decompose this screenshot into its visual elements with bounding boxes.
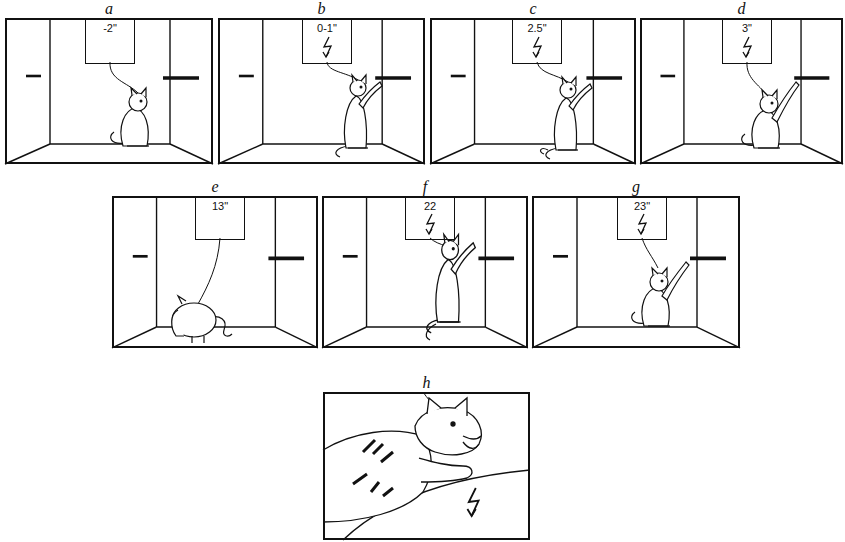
timer-reading: -2" <box>86 22 134 34</box>
timer-box: 3" <box>722 18 772 64</box>
shock-symbol <box>426 214 434 234</box>
cat-closeup <box>323 398 481 522</box>
panel-letter: f <box>324 179 526 195</box>
shock-symbol <box>743 37 751 57</box>
panel-c-drawing <box>430 18 636 164</box>
shock-symbol <box>533 37 541 57</box>
cat-paw <box>662 262 689 300</box>
panel-letter: b <box>220 1 423 17</box>
timer-box: 13" <box>195 196 245 240</box>
experiment-panel: g23" <box>532 196 740 348</box>
cage-outline <box>430 18 636 164</box>
timer-box: 0-1" <box>302 18 352 64</box>
electrode-wire <box>198 238 220 304</box>
cat-tail <box>426 324 436 340</box>
cat-figure <box>172 296 232 343</box>
timer-reading: 3" <box>723 22 771 34</box>
panel-letter: g <box>534 179 738 195</box>
panel-letter: c <box>432 1 634 17</box>
panel-g-drawing <box>532 196 740 348</box>
cat-figure <box>111 88 149 146</box>
cat-figure <box>546 77 592 159</box>
cage-outline <box>322 196 528 348</box>
experiment-panel: e13" <box>112 196 318 348</box>
timer-box: -2" <box>85 18 135 64</box>
experiment-panel: f22 <box>322 196 528 348</box>
cat-figure <box>427 234 475 332</box>
cage-outline <box>218 18 425 164</box>
electrode-wire <box>747 62 768 96</box>
experiment-panel: h <box>323 392 530 540</box>
cage-outline <box>532 196 740 348</box>
cat-tail <box>541 149 548 154</box>
panel-a-drawing <box>5 18 213 164</box>
timer-box: 23" <box>617 196 667 240</box>
cage-outline <box>112 196 318 348</box>
panel-letter: a <box>7 1 211 17</box>
timer-reading: 2.5" <box>513 22 561 34</box>
panel-h-drawing <box>323 392 530 540</box>
experiment-panel: d3" <box>640 18 843 164</box>
panel-letter: e <box>114 179 316 195</box>
cat-paw <box>772 82 799 122</box>
experiment-panel: c2.5" <box>430 18 636 164</box>
shock-symbol <box>638 214 646 234</box>
panel-letter: d <box>642 1 841 17</box>
cat-figure <box>336 75 382 157</box>
experiment-panel: b0-1" <box>218 18 425 164</box>
timer-reading: 22 <box>406 200 454 212</box>
shock-symbol <box>467 488 478 516</box>
timer-box: 22 <box>405 196 455 240</box>
timer-reading: 13" <box>196 200 244 212</box>
panel-b-drawing <box>218 18 425 164</box>
cage-outline <box>5 18 213 164</box>
shock-symbol <box>323 37 331 57</box>
timer-reading: 23" <box>618 200 666 212</box>
panel-d-drawing <box>640 18 843 164</box>
panel-e-drawing <box>112 196 318 348</box>
experiment-panel: a-2" <box>5 18 213 164</box>
electrode-wire <box>110 62 138 93</box>
timer-reading: 0-1" <box>303 22 351 34</box>
timer-box: 2.5" <box>512 18 562 64</box>
cage-outline <box>640 18 843 164</box>
panel-f-drawing <box>322 196 528 348</box>
panel-letter: h <box>325 375 528 391</box>
electrode-wire <box>642 238 658 268</box>
